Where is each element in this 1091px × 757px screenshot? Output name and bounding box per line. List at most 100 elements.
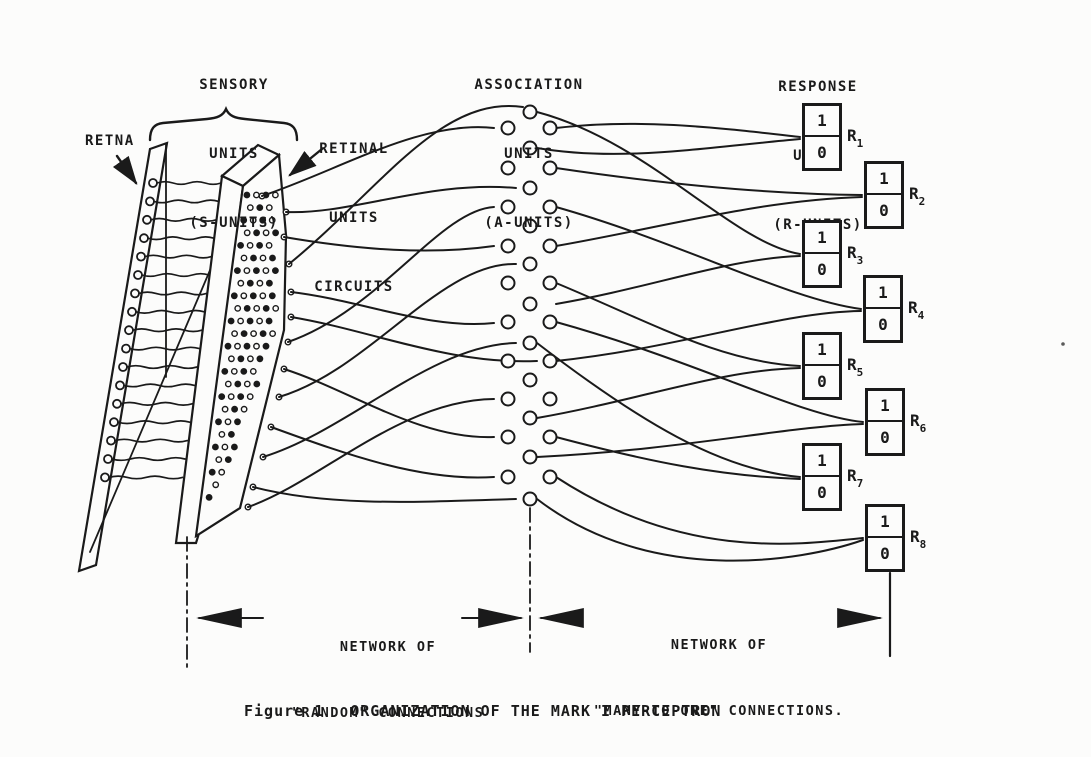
a-unit-circle [500, 238, 516, 254]
retina-unit-circle [139, 233, 149, 244]
a-unit-circle [500, 160, 516, 176]
many-to-one-annotation: NETWORK OF "MANY-TO-ONE" CONNECTIONS. FE… [594, 590, 844, 757]
association-units-label-line3: (A-UNITS) [484, 215, 574, 231]
r-unit-label: R1 [847, 126, 864, 151]
a-unit-circle [500, 199, 516, 215]
r-unit-label: R4 [908, 298, 925, 323]
r-unit-on-cell: 1 [867, 164, 901, 195]
r-unit-on-cell: 1 [805, 446, 839, 477]
random-network-line2: "RANDOM" CONNECTIONS [291, 705, 485, 721]
figure-caption: Figure 1 ORGANIZATION OF THE MARK I PERC… [244, 702, 721, 720]
a-unit-circle [542, 314, 558, 330]
a-unit-circle [542, 160, 558, 176]
random-connections [244, 104, 538, 511]
a-unit-circle [522, 180, 538, 196]
many-to-one-connections [536, 111, 864, 562]
r-unit-off-cell: 0 [880, 544, 890, 563]
a-unit-circle [500, 120, 516, 136]
s-unit-dots [205, 191, 280, 501]
retinal-units-label-line3: CIRCUITS [314, 279, 394, 295]
r-unit-off-cell: 0 [817, 143, 827, 162]
r-unit-box-R5: 1 0 R5 [802, 332, 863, 400]
retina-unit-circle [136, 251, 146, 262]
random-network-annotation: NETWORK OF "RANDOM" CONNECTIONS [292, 592, 485, 757]
figure-title: ORGANIZATION OF THE MARK I PERCEPTRON [350, 702, 722, 720]
a-unit-circle [542, 353, 558, 369]
retina-unit-circle [118, 362, 128, 372]
retina-unit-circle [124, 325, 134, 336]
sensory-units-label-line1: SENSORY [199, 77, 269, 93]
retina-unit-circle [106, 435, 116, 446]
retina-unit-circle [148, 178, 158, 188]
reference-lines [186, 507, 892, 669]
retina-unit-circle [121, 343, 131, 354]
sensory-units-label: SENSORY UNITS (S-UNITS) [189, 28, 278, 281]
many-to-one-line2: "MANY-TO-ONE" CONNECTIONS. [593, 703, 845, 719]
a-unit-circle [542, 120, 558, 136]
scan-artifact-dot [1061, 342, 1065, 346]
a-unit-circle [542, 469, 558, 485]
figure-number: Figure 1 [244, 702, 325, 720]
r-unit-label: R2 [909, 184, 926, 209]
a-unit-circle [522, 449, 538, 465]
retina-unit-circle [103, 454, 113, 464]
r-unit-label: R5 [847, 355, 864, 380]
r-unit-on-cell: 1 [866, 278, 900, 309]
a-unit-circle [500, 314, 516, 330]
r-unit-on-cell: 1 [805, 335, 839, 366]
r-unit-on-cell: 1 [805, 106, 839, 137]
a-unit-circle [542, 199, 558, 215]
r-unit-on-cell: 1 [868, 391, 902, 422]
retina-unit-circle [127, 306, 137, 317]
association-units-label: ASSOCIATION UNITS (A-UNITS) [474, 28, 583, 281]
retinal-units-label-line1: RETINAL [319, 141, 389, 157]
retina-unit-circle [112, 398, 122, 409]
random-network-line1: NETWORK OF [339, 639, 437, 655]
r-unit-label: R3 [847, 243, 864, 268]
r-unit-off-cell: 0 [817, 372, 827, 391]
a-unit-circle [522, 104, 538, 120]
retina-unit-circle [130, 288, 140, 299]
a-unit-circle [522, 491, 538, 507]
r-unit-off-cell: 0 [879, 201, 889, 220]
association-units-label-line2: UNITS [504, 146, 554, 162]
retinal-units-label-line2: UNITS [329, 210, 379, 226]
retina-arrow [112, 154, 138, 185]
a-unit-circle [542, 429, 558, 445]
a-unit-circle [522, 372, 538, 388]
a-unit-column [500, 104, 558, 507]
a-unit-circle [522, 140, 538, 156]
r-unit-label: R7 [847, 466, 864, 491]
a-unit-circle [542, 391, 558, 407]
a-unit-circle [500, 275, 516, 291]
sensory-panel [174, 143, 288, 545]
a-unit-circle [522, 335, 538, 351]
a-unit-circle [542, 275, 558, 291]
r-unit-on-cell: 1 [868, 507, 902, 538]
a-unit-circle [500, 391, 516, 407]
many-to-one-line1: NETWORK OF [670, 637, 768, 653]
a-unit-circle [522, 410, 538, 426]
r-unit-box-R1: 1 0 R1 [802, 103, 863, 171]
retinal-units-label: RETINAL UNITS CIRCUITS [314, 92, 393, 345]
a-unit-circle [522, 296, 538, 312]
retina-panel [77, 141, 169, 573]
a-unit-circle [542, 238, 558, 254]
retina-unit-circle [100, 472, 110, 483]
retinal-circuits-arrow [288, 147, 324, 177]
r-unit-off-cell: 0 [880, 428, 890, 447]
sensory-units-label-line3: (S-UNITS) [189, 215, 279, 231]
response-units-label-line1: RESPONSE [778, 79, 858, 95]
a-unit-circle [522, 256, 538, 272]
retina-unit-circle [133, 270, 143, 280]
sensory-units-label-line2: UNITS [209, 146, 259, 162]
association-units-label-line1: ASSOCIATION [474, 77, 584, 93]
a-unit-circle [500, 469, 516, 485]
retina-unit-circle [142, 214, 152, 225]
